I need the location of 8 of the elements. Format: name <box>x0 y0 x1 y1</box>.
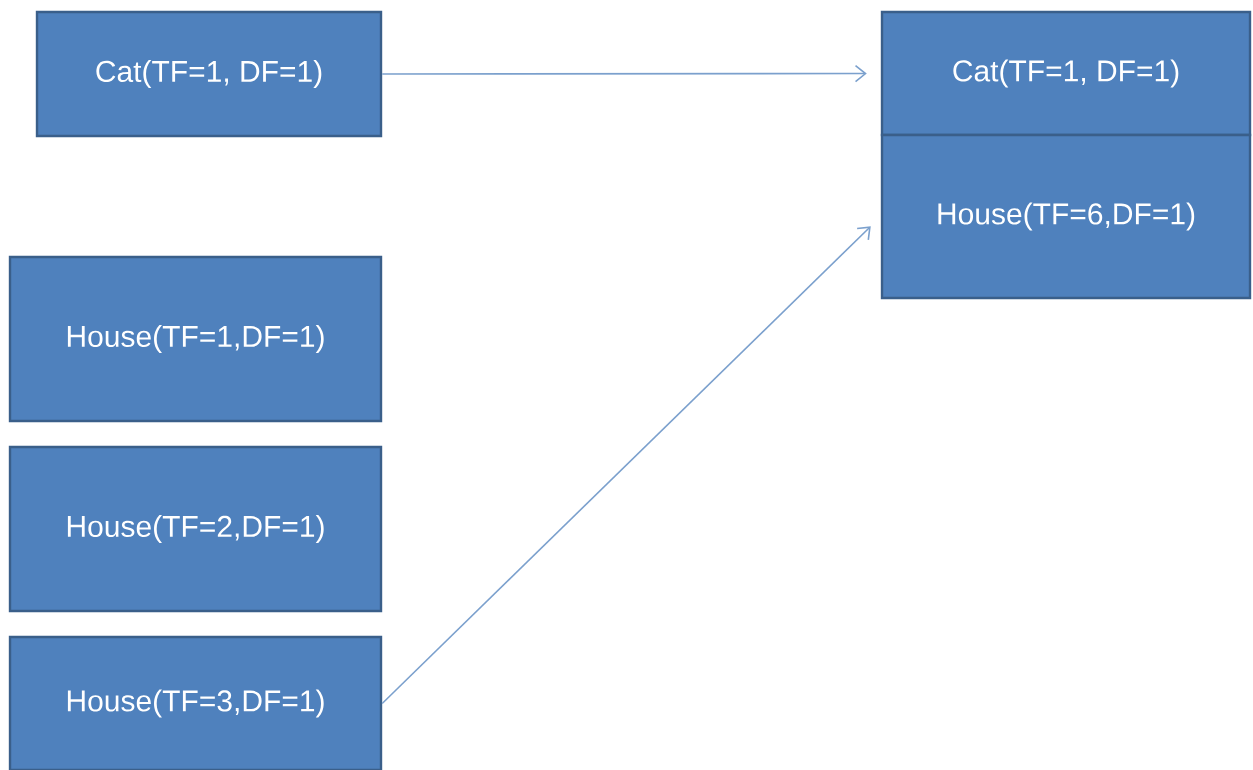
arrow <box>381 226 871 705</box>
arrow <box>381 64 867 83</box>
text-box: House(TF=6,DF=1) <box>880 133 1252 300</box>
text-box: Cat(TF=1, DF=1) <box>35 10 383 138</box>
text-box: Cat(TF=1, DF=1) <box>880 10 1252 137</box>
text-box: House(TF=3,DF=1) <box>8 635 383 770</box>
text-box: House(TF=2,DF=1) <box>8 445 383 613</box>
text-box: House(TF=1,DF=1) <box>8 255 383 423</box>
